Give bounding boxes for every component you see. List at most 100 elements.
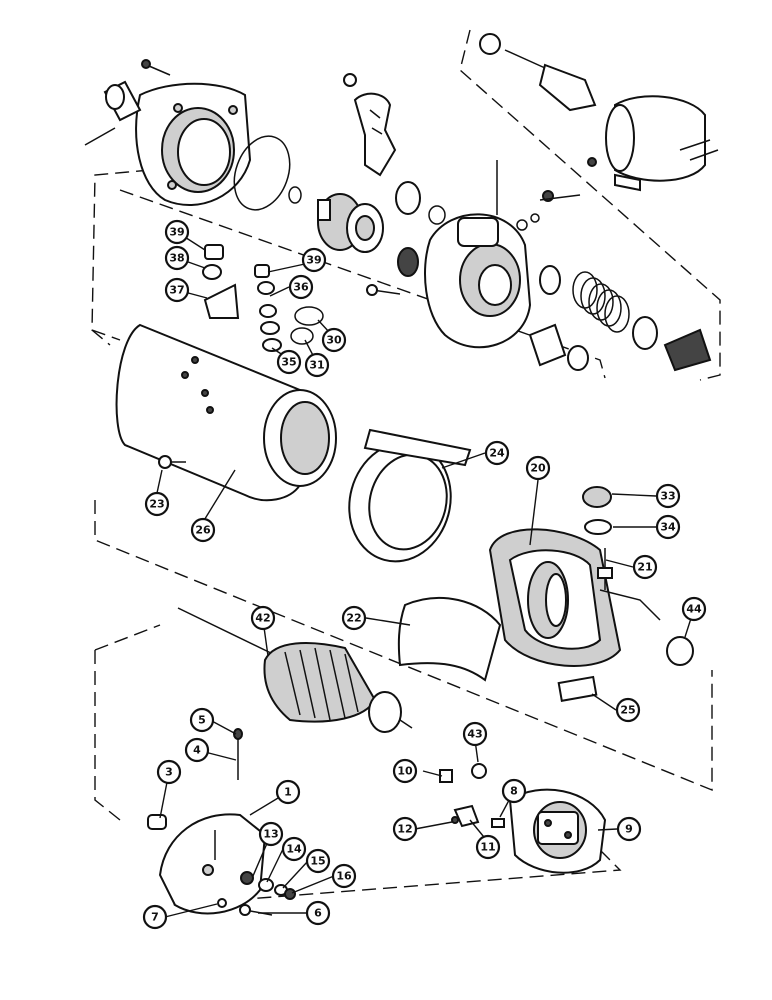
callout-36: 36: [288, 274, 314, 300]
svg-text:13: 13: [263, 828, 278, 841]
end-washer: [666, 636, 694, 666]
svg-text:20: 20: [530, 462, 546, 475]
callout-20: 20: [525, 455, 551, 481]
svg-text:9: 9: [625, 823, 633, 836]
drive-housing-group-outline: [91, 169, 151, 346]
svg-text:5: 5: [198, 714, 206, 727]
callout-30: 30: [321, 327, 347, 353]
svg-text:8: 8: [510, 785, 518, 798]
svg-text:6: 6: [314, 907, 322, 920]
callout-6: 6: [305, 900, 331, 926]
svg-text:10: 10: [397, 765, 413, 778]
callout-12: 12: [392, 816, 418, 842]
terminal-nut: [582, 486, 612, 508]
commutator-end-frame: [508, 788, 607, 874]
drive-pinion-assembly: [317, 193, 384, 253]
cover-band: [348, 428, 472, 563]
bushing: [528, 323, 567, 367]
callout-22: 22: [341, 605, 367, 631]
svg-text:42: 42: [255, 612, 270, 625]
callout-16: 16: [331, 863, 357, 889]
o-ring-seal: [233, 135, 291, 211]
return-spring: [572, 271, 630, 333]
spring-retainer: [539, 265, 561, 295]
field-frame: [115, 323, 337, 502]
svg-text:30: 30: [326, 334, 342, 347]
callout-23: 23: [144, 491, 170, 517]
bushing-sleeve: [567, 345, 589, 371]
svg-text:22: 22: [346, 612, 361, 625]
end-frame-group-outline: [94, 624, 622, 906]
callout-1: 1: [275, 779, 301, 805]
callout-15: 15: [305, 848, 331, 874]
svg-text:31: 31: [309, 359, 324, 372]
callout-24: 24: [484, 440, 510, 466]
svg-text:14: 14: [286, 843, 302, 856]
small-washer: [288, 186, 302, 204]
callout-31: 31: [304, 352, 330, 378]
cup-plug: [147, 814, 167, 830]
frame-group-outline: [91, 189, 606, 379]
svg-text:24: 24: [489, 447, 505, 460]
svg-text:33: 33: [660, 490, 675, 503]
svg-text:35: 35: [281, 356, 296, 369]
bearing: [397, 247, 419, 277]
plunger: [504, 49, 597, 112]
svg-text:26: 26: [195, 524, 211, 537]
group-outlines: [91, 29, 721, 906]
callout-35: 35: [276, 349, 302, 375]
brush-hardware: [439, 763, 505, 828]
callout-8: 8: [501, 778, 527, 804]
frame-screw: [158, 455, 186, 469]
svg-text:43: 43: [467, 728, 482, 741]
callout-26: 26: [190, 517, 216, 543]
callout-9: 9: [616, 816, 642, 842]
solenoid-assembly: [587, 95, 719, 192]
callout-39-right: 39: [301, 247, 327, 273]
insulator: [557, 675, 598, 702]
field-group-outline: [94, 500, 713, 792]
callout-38: 38: [164, 245, 190, 271]
center-gear-housing: [424, 160, 581, 349]
mounting-bolt-head: [366, 284, 378, 296]
callout-14: 14: [281, 836, 307, 862]
callout-4: 4: [184, 737, 210, 763]
svg-text:23: 23: [149, 498, 164, 511]
plunger-washer: [479, 33, 501, 55]
callout-33: 33: [655, 483, 681, 509]
pole-shoe: [397, 597, 502, 682]
terminal-hardware: [202, 244, 324, 352]
svg-text:25: 25: [620, 704, 635, 717]
svg-text:34: 34: [660, 521, 676, 534]
callout-42: 42: [250, 605, 276, 631]
callout-11: 11: [475, 834, 501, 860]
svg-text:7: 7: [151, 911, 159, 924]
callout-7: 7: [142, 904, 168, 930]
svg-text:39: 39: [169, 226, 184, 239]
svg-text:44: 44: [686, 603, 702, 616]
thrust-washer: [395, 181, 421, 215]
svg-text:38: 38: [169, 252, 184, 265]
callout-10: 10: [392, 758, 418, 784]
svg-text:12: 12: [397, 823, 412, 836]
svg-text:36: 36: [293, 281, 309, 294]
small-seal: [428, 205, 446, 225]
svg-text:3: 3: [165, 766, 173, 779]
callout-39-left: 39: [164, 219, 190, 245]
shift-lever: [343, 73, 397, 177]
callout-3: 3: [156, 759, 182, 785]
callout-25: 25: [615, 697, 641, 723]
callout-21: 21: [632, 554, 658, 580]
armature: [177, 607, 413, 733]
drive-end-housing: [84, 59, 252, 206]
callout-34: 34: [655, 514, 681, 540]
svg-text:11: 11: [480, 841, 495, 854]
solenoid-group-outline: [459, 29, 721, 381]
terminal-stud: [597, 548, 613, 590]
callout-43: 43: [462, 721, 488, 747]
boot-seal: [632, 316, 658, 350]
svg-text:16: 16: [336, 870, 352, 883]
svg-text:21: 21: [637, 561, 652, 574]
svg-text:4: 4: [193, 744, 201, 757]
